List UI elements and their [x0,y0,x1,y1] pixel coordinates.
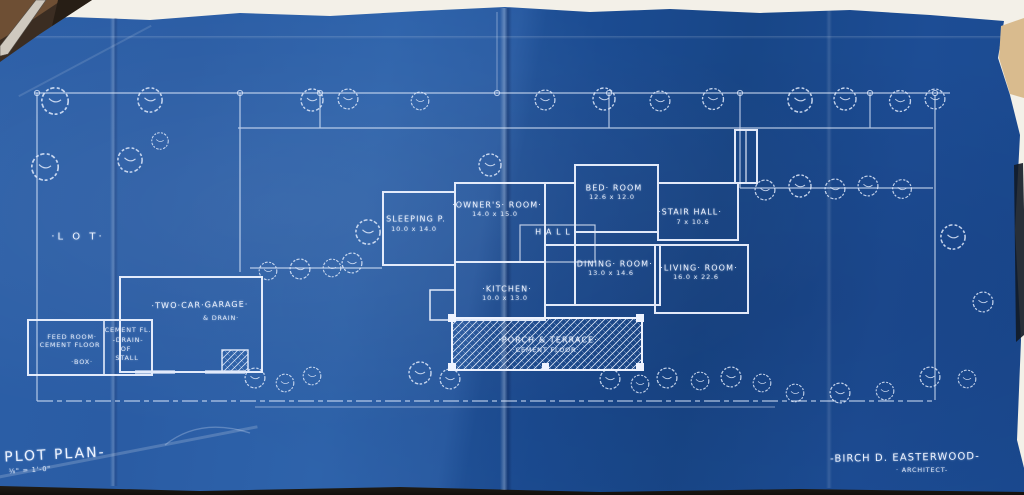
architect-role: · ARCHITECT- [895,466,949,474]
room-label-dining-room: ·DINING· ROOM· [573,259,653,269]
room-dims-owners-room: 14.0 x 15.0 [472,210,518,218]
room-note-feed-room: CEMENT FLOOR [39,341,101,349]
room-label-owners-room: ·OWNER'S· ROOM· [452,200,542,210]
room-dims-sleeping-porch: 10.0 x 14.0 [391,225,437,233]
room-note-garage: & DRAIN· [202,314,240,322]
room-dims-kitchen: 10.0 x 13.0 [482,294,528,302]
room-label-hall: H A L L [535,227,571,237]
room-label-feed-room: FEED ROOM· [47,333,97,341]
stall-label-1: CEMENT FL. [104,326,152,334]
room-label-stair-hall: ·STAIR HALL· [658,207,722,217]
stall-label-3: OF [120,345,132,353]
room-label-sleeping-porch: SLEEPING P. [386,214,446,224]
room-label-kitchen: ·KITCHEN· [482,284,532,294]
room-dims-stair-hall: 7 x 10.6 [676,218,710,226]
room-dims-bed-room: 12.6 x 12.0 [589,193,635,201]
stall-label-2: -DRAIN- [112,336,144,344]
room-dims-living-room: 16.0 x 22.6 [673,273,719,281]
lot-label: ·L O T· [51,231,105,243]
room-label-living-room: ·LIVING· ROOM· [660,263,738,273]
room-note-feed-room-box: ·BOX· [71,358,93,366]
stall-label-4: STALL [115,354,139,362]
room-label-porch: ·PORCH & TERRACE· [498,335,598,345]
room-dims-dining-room: 13.0 x 14.6 [588,269,634,277]
room-note-porch: ·CEMENT FLOOR· [512,346,580,354]
room-label-garage: ·TWO·CAR·GARAGE· [151,299,249,311]
room-label-bed-room: BED· ROOM [585,183,643,193]
